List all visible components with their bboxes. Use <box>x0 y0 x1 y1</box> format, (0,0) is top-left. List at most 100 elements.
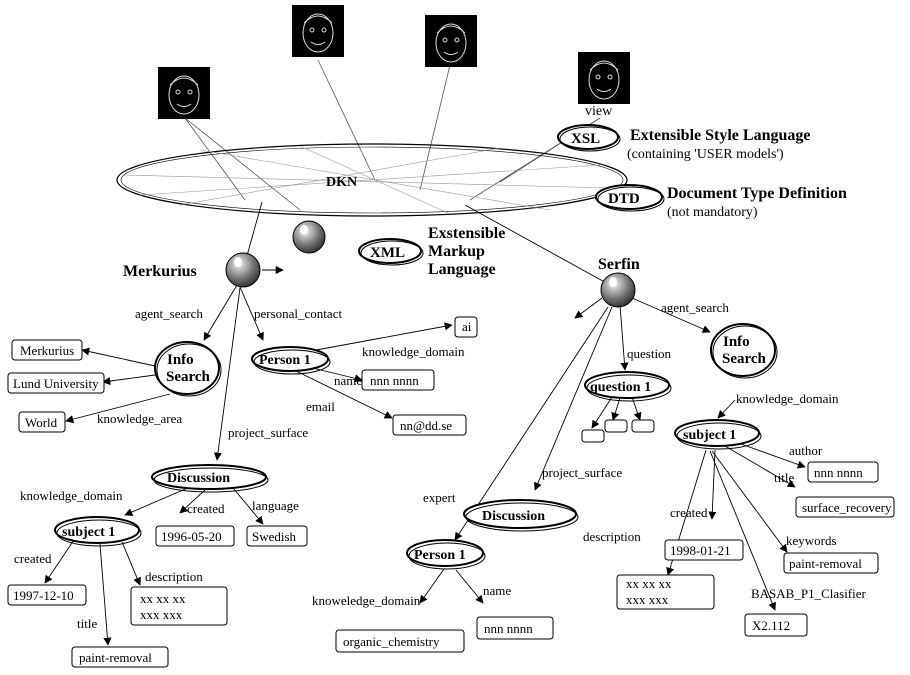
xsl-title: Extensible Style Language <box>630 127 810 144</box>
box-lund-university: Lund University <box>7 372 105 394</box>
merkurius-created-label: created <box>187 501 225 516</box>
box-language: Swedish <box>246 525 308 547</box>
serfin-agent[interactable] <box>600 272 636 308</box>
serfin-person-node[interactable]: Person 1 <box>406 539 486 570</box>
merkurius-language-label: language <box>252 498 299 513</box>
user-face-2 <box>292 5 344 57</box>
user-face-3 <box>425 15 477 67</box>
merkurius-title-label: title <box>77 616 97 631</box>
serfin-info-search-node[interactable]: Info Search <box>710 323 778 379</box>
box-serfin-desc-line2: xxx xxx <box>626 592 669 607</box>
merkurius-discussion-node[interactable]: Discussion <box>151 464 269 493</box>
box-classifier: X2.112 <box>744 613 808 637</box>
box-serfin-name-text: nnn nnnn <box>484 621 533 636</box>
box-keywords: paint-removal <box>783 552 879 574</box>
serfin-expert-label: expert <box>423 490 456 505</box>
merkurius-knowledge-area-label: knowledge_area <box>97 411 182 426</box>
dkn-network-ring: DKN <box>116 143 628 217</box>
box-organic-text: organic_chemistry <box>343 634 440 649</box>
info-search-line1: Info <box>167 352 194 368</box>
serfin-person-label: Person 1 <box>414 548 466 563</box>
serfin-discussion-node[interactable]: Discussion <box>463 499 579 532</box>
box-subject-created-text: 1997-12-10 <box>13 588 74 603</box>
serfin-description-label: description <box>583 529 641 544</box>
user-face-4 <box>578 52 630 104</box>
face-links <box>184 59 601 211</box>
merkurius-email-label: email <box>306 399 335 414</box>
box-classifier-text: X2.112 <box>752 618 790 633</box>
box-desc-line2: xxx xxx <box>140 607 183 622</box>
xml-line3: Language <box>428 261 496 278</box>
merkurius-kd-label: knowledge_domain <box>362 344 465 359</box>
box-serfin-title-text: surface_recovery <box>802 500 892 515</box>
merkurius-agent-search-label: agent_search <box>135 306 203 321</box>
box-email-text: nn@dd.se <box>400 418 452 433</box>
box-person-name: nnn nnnn <box>361 369 435 391</box>
xsl-badge: XSL <box>557 124 621 152</box>
merkurius-name: Merkurius <box>123 263 197 280</box>
merkurius-discussion-kd-label: knowledge_domain <box>20 488 123 503</box>
serfin-links <box>419 204 806 611</box>
merkurius-links <box>44 201 453 646</box>
merkurius-project-surface-label: project_surface <box>228 425 308 440</box>
view-label: view <box>585 104 613 119</box>
merkurius-info-search-node[interactable]: Info Search <box>154 341 222 397</box>
xml-line2: Markup <box>428 243 485 260</box>
question-label: question 1 <box>590 380 651 395</box>
serfin-agent-search-label: agent_search <box>661 300 729 315</box>
info-search-line2: Search <box>166 369 211 385</box>
user-face-1 <box>158 67 210 119</box>
discussion-label: Discussion <box>167 471 230 486</box>
merkurius-name-label: name <box>334 373 362 388</box>
xsl-subtitle: (containing 'USER models') <box>627 147 784 162</box>
xml-line1: Exstensible <box>428 225 505 242</box>
box-ai-text: ai <box>462 319 472 334</box>
box-person-name-text: nnn nnnn <box>370 373 419 388</box>
serfin-info-line1: Info <box>723 334 750 350</box>
serfin-name-label: name <box>483 583 511 598</box>
merkurius-subject-created-label: created <box>14 551 52 566</box>
box-serfin-created-text: 1998-01-21 <box>670 543 731 558</box>
box-date-text: 1996-05-20 <box>161 529 222 544</box>
box-discussion-created: 1996-05-20 <box>155 525 235 547</box>
box-world-text: World <box>25 415 58 430</box>
box-ai: ai <box>454 316 478 338</box>
dtd-badge: DTD <box>595 184 665 212</box>
dtd-subtitle: (not mandatory) <box>667 205 758 220</box>
merkurius-agent[interactable] <box>225 252 261 288</box>
serfin-question-label: question <box>627 346 672 361</box>
box-subject-description: xx xx xx xxx xxx <box>130 586 228 626</box>
serfin-name: Serfin <box>598 256 640 273</box>
person-label: Person 1 <box>259 353 311 368</box>
question-answer-slots <box>581 419 655 443</box>
serfin-kd-label: knowledge_domain <box>736 391 839 406</box>
merkurius-person-node[interactable]: Person 1 <box>251 346 331 375</box>
serfin-info-line2: Search <box>722 351 767 367</box>
serfin-discussion-label: Discussion <box>482 509 545 524</box>
box-serfin-person-name: nnn nnnn <box>476 616 554 640</box>
dtd-abbr: DTD <box>608 191 640 207</box>
serfin-keywords-label: keywords <box>786 533 837 548</box>
merkurius-description-label: description <box>145 569 203 584</box>
merkurius-subject-node[interactable]: subject 1 <box>54 516 142 547</box>
serfin-subject-label: subject 1 <box>683 428 736 443</box>
box-serfin-created: 1998-01-21 <box>664 539 744 561</box>
dkn-label: DKN <box>326 175 357 190</box>
box-email: nn@dd.se <box>392 414 467 436</box>
box-merkurius-text: Merkurius <box>20 343 74 358</box>
merkurius-personal-contact-label: personal_contact <box>254 306 342 321</box>
serfin-classifier-label: BASAB_P1_Clasifier <box>751 586 867 601</box>
serfin-title-label: title <box>774 470 794 485</box>
serfin-subject-node[interactable]: subject 1 <box>674 419 762 450</box>
box-desc-line1: xx xx xx <box>140 591 186 606</box>
serfin-kd2-label: knoweledge_domain <box>312 593 421 608</box>
subject-label: subject 1 <box>62 525 115 540</box>
box-language-text: Swedish <box>252 529 297 544</box>
serfin-project-surface-label: project_surface <box>542 465 622 480</box>
serfin-question-node[interactable]: question 1 <box>584 371 672 402</box>
xsl-abbr: XSL <box>571 131 600 147</box>
box-serfin-title: surface_recovery <box>795 496 895 518</box>
box-author: nnn nnnn <box>807 461 879 483</box>
